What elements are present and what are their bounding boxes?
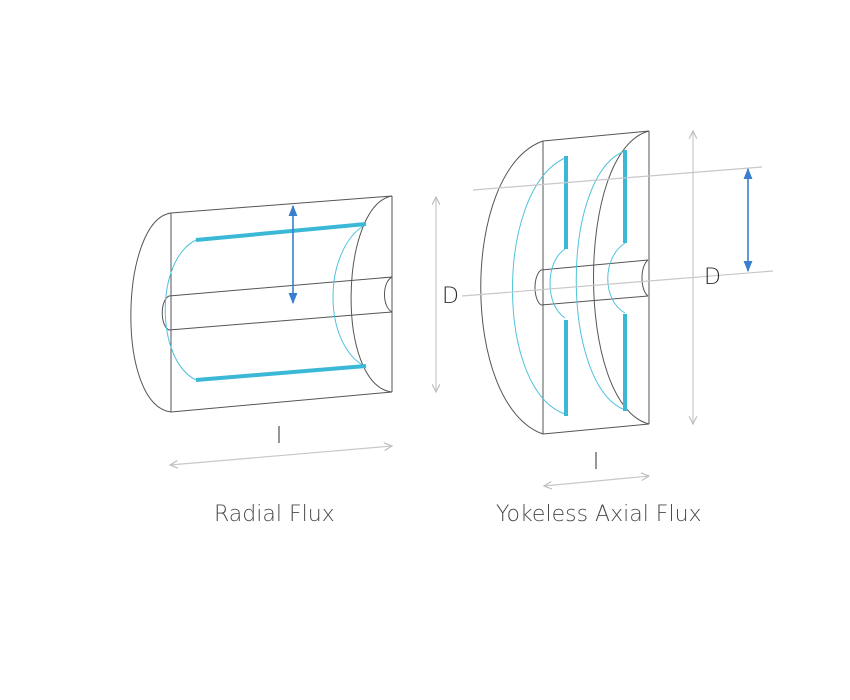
radial-flux-motor	[130, 195, 436, 465]
radial-length-dimension	[170, 446, 392, 465]
axial-shaft	[534, 259, 649, 306]
radial-shaft	[161, 276, 393, 331]
axial-magnets	[564, 150, 627, 416]
axial-extension-center	[461, 270, 774, 297]
radial-magnet-bottom	[195, 364, 367, 382]
radial-length-label: l	[276, 424, 283, 449]
axial-caption: Yokeless Axial Flux	[496, 502, 702, 527]
radial-magnet-top	[195, 222, 367, 242]
radial-caption: Radial Flux	[214, 502, 335, 527]
axial-extension-top	[472, 166, 763, 191]
axial-length-label: l	[593, 450, 600, 475]
axial-length-dimension	[544, 476, 649, 486]
radial-diameter-label: D	[442, 284, 459, 309]
radial-flux-lines	[164, 223, 367, 381]
axial-flux-lines	[512, 150, 626, 415]
axial-diameter-label: D	[704, 265, 721, 290]
axial-flux-motor	[461, 131, 774, 486]
radial-stator-cylinder	[130, 195, 393, 413]
